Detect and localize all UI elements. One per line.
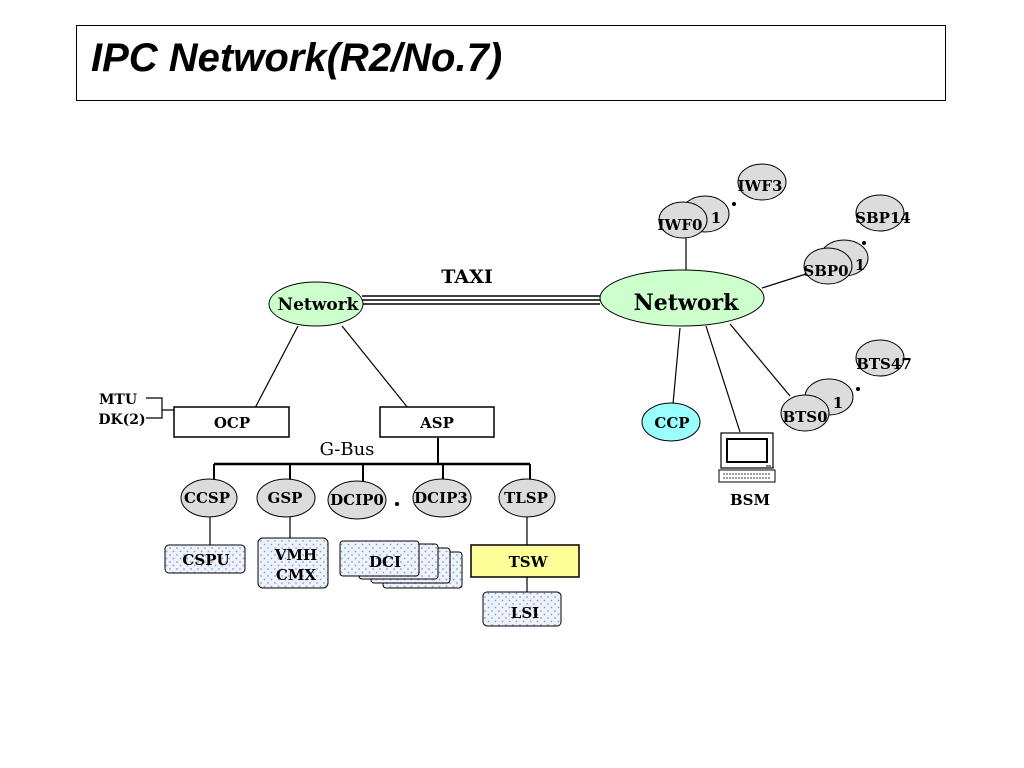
svg-text:Network: Network [278,295,360,315]
svg-text:1: 1 [833,394,843,412]
dcip3-node: DCIP3 [412,478,472,518]
svg-text:IWF3: IWF3 [738,177,783,195]
network-left: Network [268,281,364,327]
svg-text:SBP0: SBP0 [803,262,848,280]
svg-text:DCI: DCI [369,553,401,571]
taxi-label: TAXI [441,266,493,288]
ccp-node: CCP [641,402,701,442]
svg-text:ASP: ASP [419,414,454,432]
ocp-box: OCP [173,406,290,438]
svg-text:VMH: VMH [274,546,317,564]
svg-text:BTS0: BTS0 [782,408,827,426]
tsw-board: TSW [470,544,580,578]
svg-text:LSI: LSI [511,604,539,622]
svg-text:OCP: OCP [214,414,250,432]
ellipsis-dot [395,502,399,506]
cspu-board: CSPU [164,544,246,574]
title-box: IPC Network(R2/No.7) [76,25,946,101]
connection-lines [146,238,807,592]
svg-text:CCSP: CCSP [184,489,230,507]
asp-box: ASP [379,406,495,438]
svg-text:IWF0: IWF0 [658,216,703,234]
gbus-label: G-Bus [320,439,375,460]
gsp-node: GSP [256,478,316,518]
svg-text:GSP: GSP [268,489,303,507]
bts-group: BTS47 1 BTS0 [780,339,912,432]
dcip0-node: DCIP0 [327,480,387,520]
mtu-label: MTU [99,392,137,408]
svg-text:1: 1 [855,256,865,274]
ccsp-node: CCSP [180,478,238,518]
dk-label: DK(2) [98,412,145,428]
svg-text:DCIP3: DCIP3 [414,489,468,507]
svg-text:CCP: CCP [654,414,689,432]
svg-text:BTS47: BTS47 [856,355,912,373]
svg-text:TLSP: TLSP [504,489,548,507]
bsm-label: BSM [730,491,770,509]
svg-text:Network: Network [634,290,739,316]
svg-text:TSW: TSW [509,553,549,571]
lsi-board: LSI [482,591,562,627]
computer-icon [718,432,776,483]
network-right: Network [599,269,765,327]
page-title: IPC Network(R2/No.7) [91,36,503,80]
svg-text:CSPU: CSPU [182,551,229,569]
dci-board-stack: DCI [339,540,463,589]
svg-text:CMX: CMX [276,566,317,584]
taxi-link [362,295,600,305]
svg-text:1: 1 [711,209,721,227]
svg-text:DCIP0: DCIP0 [330,491,384,509]
iwf-group: IWF3 1 IWF0 [658,163,787,239]
sbp-group: SBP14 1 SBP0 [803,194,911,285]
tlsp-node: TLSP [498,478,556,518]
vmh-cmx-board: VMH CMX [257,537,329,589]
svg-text:SBP14: SBP14 [855,209,911,227]
